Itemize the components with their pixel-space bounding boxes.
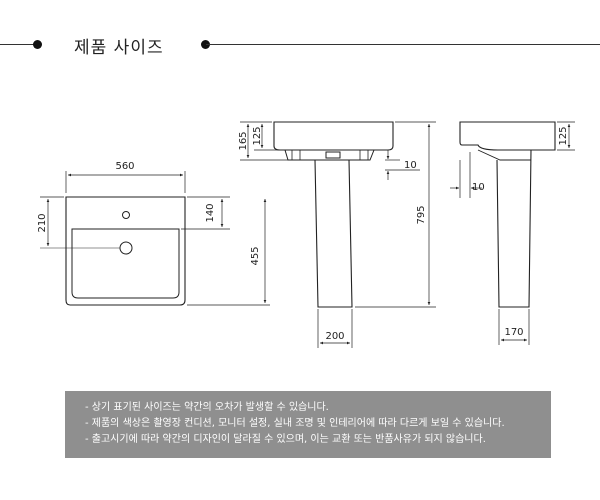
header-left-rule (0, 44, 36, 45)
drain-icon (119, 241, 133, 255)
faucet-hole-icon (122, 211, 130, 219)
top-view (40, 196, 186, 306)
dim-top-total-depth: 455 (250, 246, 261, 265)
dim-front-basin-height: 165 (238, 131, 249, 150)
dim-front-total-height: 795 (416, 205, 427, 224)
dim-top-width: 560 (115, 161, 134, 172)
dim-front-pedestal-width: 200 (325, 331, 344, 342)
dim-front-basin-depth: 125 (252, 126, 263, 145)
header-right-rule (206, 44, 600, 45)
note-line: - 출고시기에 따라 약간의 디자인이 달라질 수 있으며, 이는 교환 또는 … (85, 434, 486, 445)
note-line: - 제품의 색상은 촬영장 컨디션, 모니터 설정, 실내 조명 및 인테리어에… (85, 418, 505, 429)
header-right-dot (201, 40, 210, 49)
dim-front-offset: 10 (404, 160, 417, 171)
front-view (273, 121, 394, 308)
page-title: 제품 사이즈 (74, 38, 164, 58)
dim-side-pedestal-width: 170 (504, 327, 523, 338)
notes-box: - 상기 표기된 사이즈는 약간의 오차가 발생할 수 있습니다. - 제품의 … (65, 391, 551, 458)
side-view (459, 121, 556, 308)
dimension-drawing: 560 210 140 455 (37, 121, 575, 348)
dim-side-basin-depth: 125 (558, 126, 569, 145)
note-line: - 상기 표기된 사이즈는 약간의 오차가 발생할 수 있습니다. (85, 402, 329, 413)
header-left-dot (33, 40, 42, 49)
dim-top-right-depth: 140 (205, 203, 216, 222)
dim-top-left-depth: 210 (37, 213, 48, 232)
section-header: 제품 사이즈 (0, 0, 600, 90)
dim-side-offset: 10 (472, 182, 485, 193)
